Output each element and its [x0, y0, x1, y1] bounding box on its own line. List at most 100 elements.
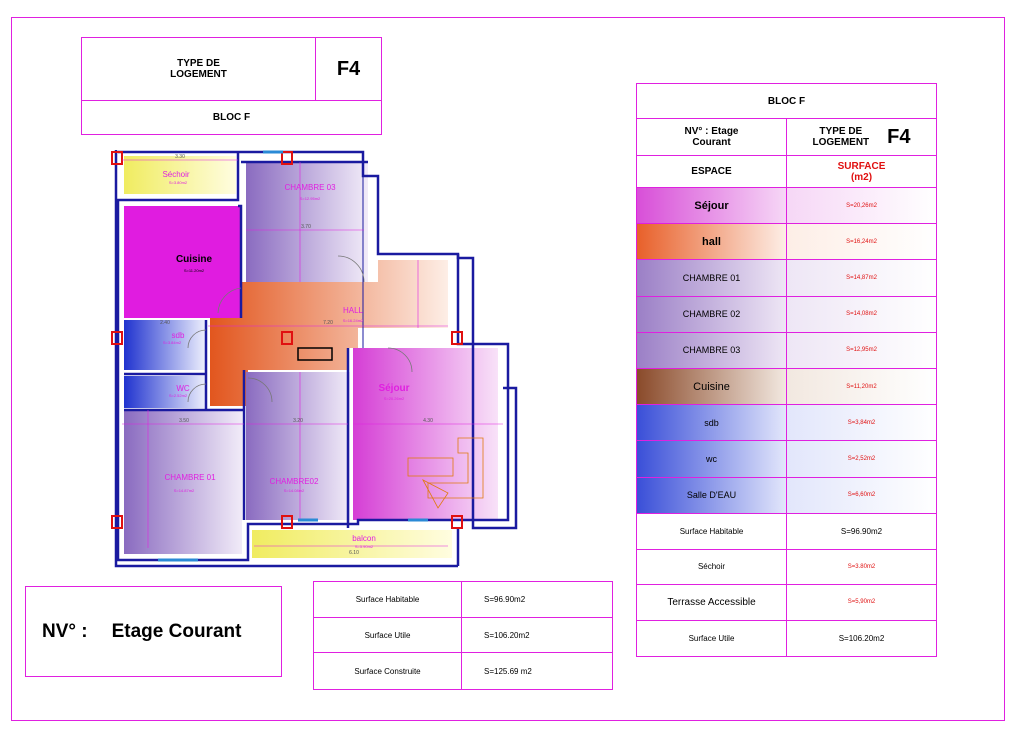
table-row-value: S=14,08m2 [787, 296, 936, 333]
dim-330-top: 3.30 [175, 154, 185, 160]
col-surface: SURFACE (m2) [787, 156, 936, 188]
cuisine-area: S=11.20m2 [184, 268, 205, 273]
table-row-label: wc [637, 441, 787, 478]
dim-370: 3.70 [301, 224, 311, 230]
bottom-row-label: Surface Habitable [314, 582, 462, 618]
chambre03-room [246, 162, 368, 282]
table-row-label: Salle D'EAU [637, 477, 787, 514]
cuisine-label: Cuisine [176, 254, 213, 265]
type-label-line2: LOGEMENT [170, 69, 227, 80]
balcon-room [252, 530, 452, 558]
dim-320: 3.20 [293, 418, 303, 424]
bottom-row-label: Surface Utile [314, 617, 462, 654]
table-type: TYPE DE LOGEMENT F4 [787, 119, 936, 156]
hall-area: S=16.24m2 [343, 318, 364, 323]
table-row-label: Cuisine [637, 369, 787, 406]
stair-box [297, 347, 333, 361]
chambre01-area: S=14.87m2 [174, 488, 195, 493]
sechoir-area: S=3.80m2 [169, 180, 188, 185]
table-niveau-line1: NV° : Etage [684, 126, 739, 137]
sechoir-room [124, 156, 236, 194]
sofa [407, 437, 484, 509]
summary-value: S=106.20m2 [838, 633, 885, 643]
dimension-lines [122, 159, 503, 548]
chambre02-label: CHAMBRE02 [270, 477, 319, 486]
table-row-value: S=14,87m2 [787, 260, 936, 297]
hall-room [210, 260, 448, 406]
table-row-label: Séjour [637, 188, 787, 225]
sejour-area: S=20.26m2 [384, 396, 405, 401]
col-surface-line2: (m2) [850, 171, 873, 183]
chambre02-area: S=14.08m2 [284, 488, 305, 493]
dim-610: 6.10 [349, 550, 359, 556]
chambre01-room [124, 410, 242, 554]
niveau-box: NV° : Etage Courant [25, 586, 282, 677]
niveau-value: Etage Courant [111, 620, 242, 642]
type-label: TYPE DE LOGEMENT [82, 38, 316, 101]
chambre03-area: S=12.95m2 [300, 196, 321, 201]
sejour-room [353, 348, 498, 520]
table-type-value: F4 [887, 125, 911, 148]
bottom-row-label: Surface Construite [314, 653, 462, 690]
dim-430: 4.30 [423, 418, 433, 424]
col-surface-line1: SURFACE [837, 160, 886, 172]
walls [114, 150, 518, 568]
table-row-label: CHAMBRE 03 [637, 332, 787, 369]
wc-label: WC [176, 384, 190, 393]
table-row-value: S=2,52m2 [787, 441, 936, 478]
sdb-label: sdb [172, 331, 185, 340]
chambre02-room [246, 372, 350, 520]
table-row-label: CHAMBRE 02 [637, 296, 787, 333]
dim-350: 3.50 [179, 418, 189, 424]
table-row-value: S=6,60m2 [787, 477, 936, 514]
bottom-row-value: S=125.69 m2 [484, 666, 532, 676]
sechoir-label: Séchoir [162, 170, 189, 179]
chambre01-label: CHAMBRE 01 [164, 473, 216, 482]
summary-label: Terrasse Accessible [637, 585, 787, 621]
table-niveau: NV° : Etage Courant [637, 119, 787, 156]
summary-label: Séchoir [637, 549, 787, 585]
table-row-label: CHAMBRE 01 [637, 260, 787, 297]
surface-table: BLOC F NV° : Etage Courant TYPE DE LOGEM… [636, 83, 937, 657]
doors [187, 255, 413, 403]
table-row-value: S=3,84m2 [787, 405, 936, 442]
wc-room [124, 376, 206, 408]
type-label-line1: TYPE DE [177, 58, 220, 69]
type-box: TYPE DE LOGEMENT F4 BLOC F [81, 37, 382, 135]
table-type-line1: TYPE DE [819, 126, 863, 137]
chambre03-label: CHAMBRE 03 [284, 183, 336, 192]
dim-720: 7.20 [323, 320, 333, 326]
summary-label: Surface Utile [637, 620, 787, 656]
summary-value: S=96.90m2 [787, 514, 936, 550]
table-row-value: S=16,24m2 [787, 224, 936, 261]
summary-value: S=5,90m2 [787, 585, 936, 621]
columns [111, 151, 463, 529]
balcon-label: balcon [352, 534, 376, 543]
wc-area: S=2.52m2 [169, 393, 188, 398]
table-row-value: S=20,26m2 [787, 188, 936, 225]
page-frame [11, 17, 1005, 721]
niveau-prefix: NV° : [42, 620, 88, 642]
windows [158, 150, 428, 562]
summary-label: Surface Habitable [637, 514, 787, 550]
dim-240: 2.40 [160, 320, 170, 326]
table-bloc: BLOC F [637, 84, 936, 119]
balcon-area: S=5.90m2 [355, 544, 374, 549]
floor-plan: Séchoir S=3.80m2 CHAMBRE 03 S=12.95m2 Cu… [111, 150, 518, 568]
sdb-area: S=3.84m2 [163, 340, 182, 345]
bloc-label: BLOC F [212, 112, 251, 123]
table-row-label: sdb [637, 405, 787, 442]
table-row-label: hall [637, 224, 787, 261]
type-value: F4 [316, 38, 381, 101]
cuisine-room [124, 206, 241, 318]
bottom-row-value: S=106.20m2 [462, 618, 612, 654]
hall-label: HALL [343, 306, 364, 315]
bottom-row-value: S=96.90m2 [462, 582, 612, 618]
table-row-value: S=11,20m2 [787, 369, 936, 406]
table-row-value: S=12,95m2 [787, 332, 936, 369]
table-niveau-line2: Courant [692, 137, 731, 148]
sdb-room [124, 320, 206, 370]
summary-value: S=3.80m2 [787, 550, 936, 585]
table-type-line2: LOGEMENT [812, 137, 870, 148]
